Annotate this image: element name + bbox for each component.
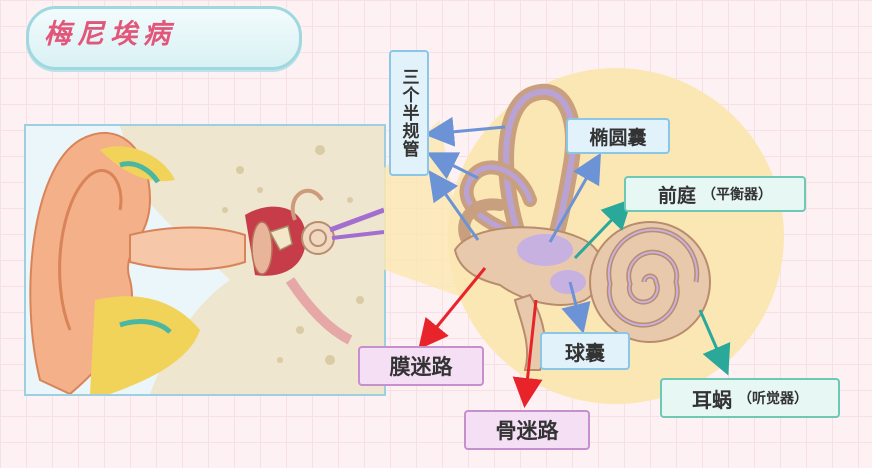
- label-vestibule-note: （平衡器）: [702, 187, 772, 203]
- arrow-canal-2: [426, 152, 479, 180]
- label-membranous-labyrinth: 膜迷路: [358, 346, 484, 386]
- arrow-utricle: [548, 152, 601, 243]
- arrow-canal-3: [428, 170, 480, 241]
- label-vestibule: 前庭 （平衡器）: [624, 176, 806, 212]
- ear-illustration: [26, 126, 384, 394]
- arrow-canal-1: [424, 116, 506, 147]
- label-saccule: 球囊: [540, 332, 630, 370]
- arrow-saccule: [561, 281, 591, 334]
- label-vestibule-name: 前庭: [657, 184, 696, 207]
- label-cochlea: 耳蜗 （听觉器）: [660, 378, 840, 418]
- label-utricle: 椭圆囊: [566, 118, 670, 154]
- arrow-membranous: [418, 267, 487, 350]
- arrow-bony: [512, 299, 543, 408]
- arrow-cochlea: [698, 309, 731, 376]
- label-cochlea-note: （听觉器）: [738, 391, 808, 407]
- label-bony-labyrinth: 骨迷路: [464, 410, 590, 450]
- title-badge: [26, 6, 302, 70]
- arrow-vestibule: [573, 198, 633, 260]
- label-semicircular-canals: 三个半规管: [389, 50, 429, 176]
- page-title: 梅尼埃病: [44, 19, 176, 50]
- label-cochlea-name: 耳蜗: [692, 387, 732, 412]
- inner-ear-zoom: [453, 83, 711, 371]
